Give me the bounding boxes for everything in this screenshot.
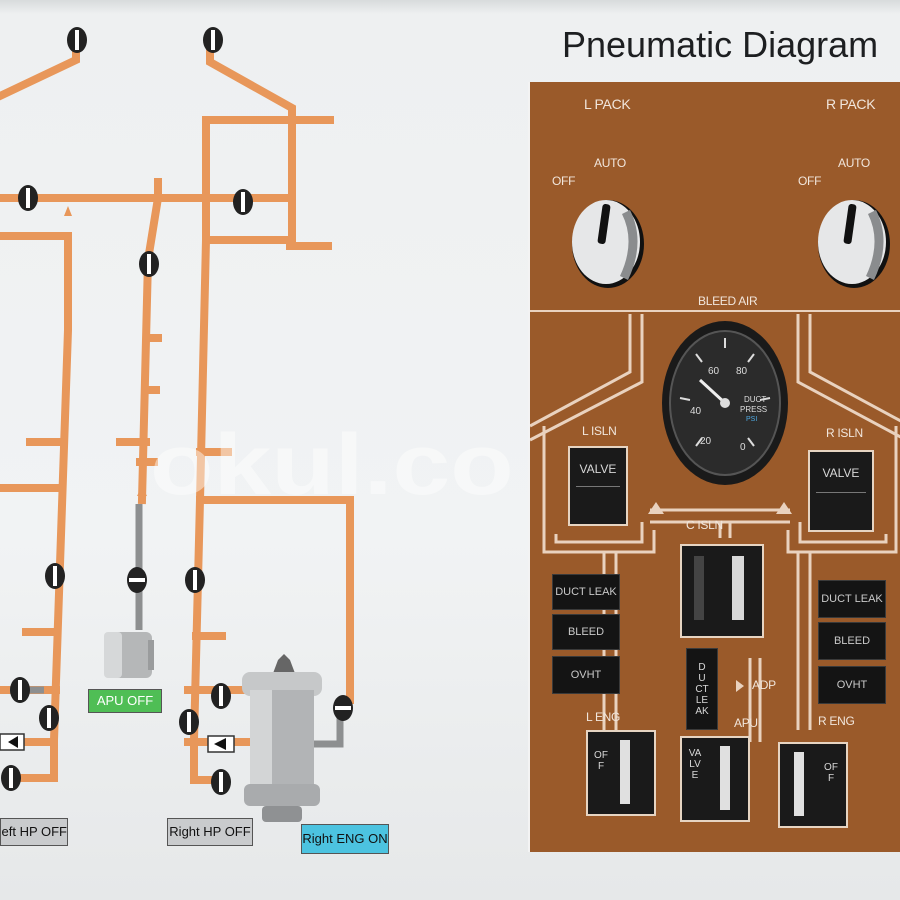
gauge-title-duct: DUCT — [744, 395, 766, 404]
valve-right-starter[interactable] — [332, 694, 354, 722]
r-isln-label: R ISLN — [826, 426, 863, 440]
l-isln-label: L ISLN — [582, 424, 617, 438]
l-eng-label: L ENG — [586, 710, 621, 724]
left-wing-duct — [0, 38, 80, 101]
l-eng-bleed-switch[interactable]: OFF — [586, 730, 656, 816]
left-bleed-light: BLEED — [552, 614, 620, 650]
valve-left-fan[interactable] — [0, 764, 22, 792]
right-hp-status-label: Right HP OFF — [167, 818, 253, 846]
adp-label: ADP — [752, 678, 776, 692]
l-pack-label: L PACK — [584, 96, 631, 112]
apu-label: APU — [734, 716, 758, 730]
valve-right-isolation[interactable] — [232, 188, 254, 216]
left-engine-duct — [0, 232, 72, 782]
valve-left-hp[interactable] — [9, 676, 31, 704]
valve-right-fan[interactable] — [210, 768, 232, 796]
r-pack-off-label: OFF — [798, 174, 822, 188]
r-eng-bleed-switch[interactable]: OFF — [778, 742, 848, 828]
valve-left-wing[interactable] — [66, 26, 88, 54]
l-pack-knob[interactable] — [568, 190, 648, 290]
right-engine-unit — [242, 654, 322, 822]
page-title: Pneumatic Diagram — [562, 24, 879, 65]
l-isln-switch[interactable]: VALVE — [568, 446, 628, 526]
valve-right-wing[interactable] — [202, 26, 224, 54]
right-engine-status-label: Right ENG ON — [301, 824, 389, 854]
l-isln-switch-divider — [576, 486, 620, 487]
valve-left-lp[interactable] — [38, 704, 60, 732]
valve-right-hp[interactable] — [210, 682, 232, 710]
c-isln-label: C ISLN — [686, 518, 723, 532]
c-isln-switch-bar-2 — [732, 556, 744, 620]
r-isln-switch-divider — [816, 492, 866, 493]
r-pack-auto-label: AUTO — [838, 156, 870, 170]
valve-right-lp[interactable] — [178, 708, 200, 736]
panel-duct-lines — [530, 314, 900, 742]
l-eng-off-legend: OFF — [594, 750, 608, 772]
right-wing-duct — [206, 38, 296, 244]
r-isln-valve-legend: VALVE — [822, 466, 860, 480]
c-isln-switch[interactable] — [680, 544, 764, 638]
valve-apu-bleed[interactable] — [126, 566, 148, 594]
right-duct-leak-light: DUCT LEAK — [818, 580, 886, 618]
apu-duct-leak-text: DUCT LEAK — [695, 661, 709, 717]
left-check-valve — [0, 733, 25, 751]
valve-left-isolation[interactable] — [17, 184, 39, 212]
right-check-valve — [207, 735, 235, 753]
left-hp-status-label: eft HP OFF — [0, 818, 68, 846]
r-eng-off-legend: OFF — [824, 762, 838, 784]
apu-switch-bar — [720, 746, 730, 810]
gauge-title-press: PRESS — [740, 405, 767, 414]
gauge-unit: PSI — [746, 416, 757, 423]
r-eng-label: R ENG — [818, 714, 855, 728]
left-duct-leak-light: DUCT LEAK — [552, 574, 620, 610]
l-pack-off-label: OFF — [552, 174, 576, 188]
r-pack-knob[interactable] — [814, 190, 894, 290]
right-ovht-light: OVHT — [818, 666, 886, 704]
r-eng-switch-bar — [794, 752, 804, 816]
bleed-air-label: BLEED AIR — [698, 294, 758, 308]
right-bleed-light: BLEED — [818, 622, 886, 660]
gauge-tick-20: 20 — [700, 436, 712, 447]
duct-pressure-gauge: 0 20 40 60 80 DUCT PRESS PSI — [662, 321, 788, 485]
left-ovht-light: OVHT — [552, 656, 620, 694]
watermark: okul.com.tr — [150, 417, 520, 513]
apu-status-label: APU OFF — [88, 689, 162, 713]
gauge-tick-0: 0 — [740, 442, 746, 453]
valve-left-prsov[interactable] — [44, 562, 66, 590]
r-isln-switch[interactable]: VALVE — [808, 450, 874, 532]
panel-divider — [530, 310, 900, 312]
apu-duct-leak-light: DUCT LEAK — [686, 648, 718, 730]
bleed-air-control-panel: L PACK R PACK OFF AUTO OFF AUTO BLEED AI… — [528, 82, 900, 852]
r-pack-label: R PACK — [826, 96, 876, 112]
apu-unit — [104, 632, 154, 678]
apu-duct — [137, 178, 162, 505]
gauge-tick-40: 40 — [690, 406, 702, 417]
l-eng-switch-bar — [620, 740, 630, 804]
gauge-tick-60: 60 — [708, 366, 720, 377]
l-pack-auto-label: AUTO — [594, 156, 626, 170]
l-isln-valve-legend: VALVE — [579, 462, 617, 476]
duct-schematic: okul.com.tr — [0, 38, 520, 822]
gauge-tick-80: 80 — [736, 366, 748, 377]
valve-right-prsov[interactable] — [184, 566, 206, 594]
valve-apu-isolation[interactable] — [138, 250, 160, 278]
apu-valve-legend: VALVE — [688, 748, 702, 781]
c-isln-switch-bar-1 — [694, 556, 704, 620]
apu-bleed-switch[interactable]: VALVE — [680, 736, 750, 822]
